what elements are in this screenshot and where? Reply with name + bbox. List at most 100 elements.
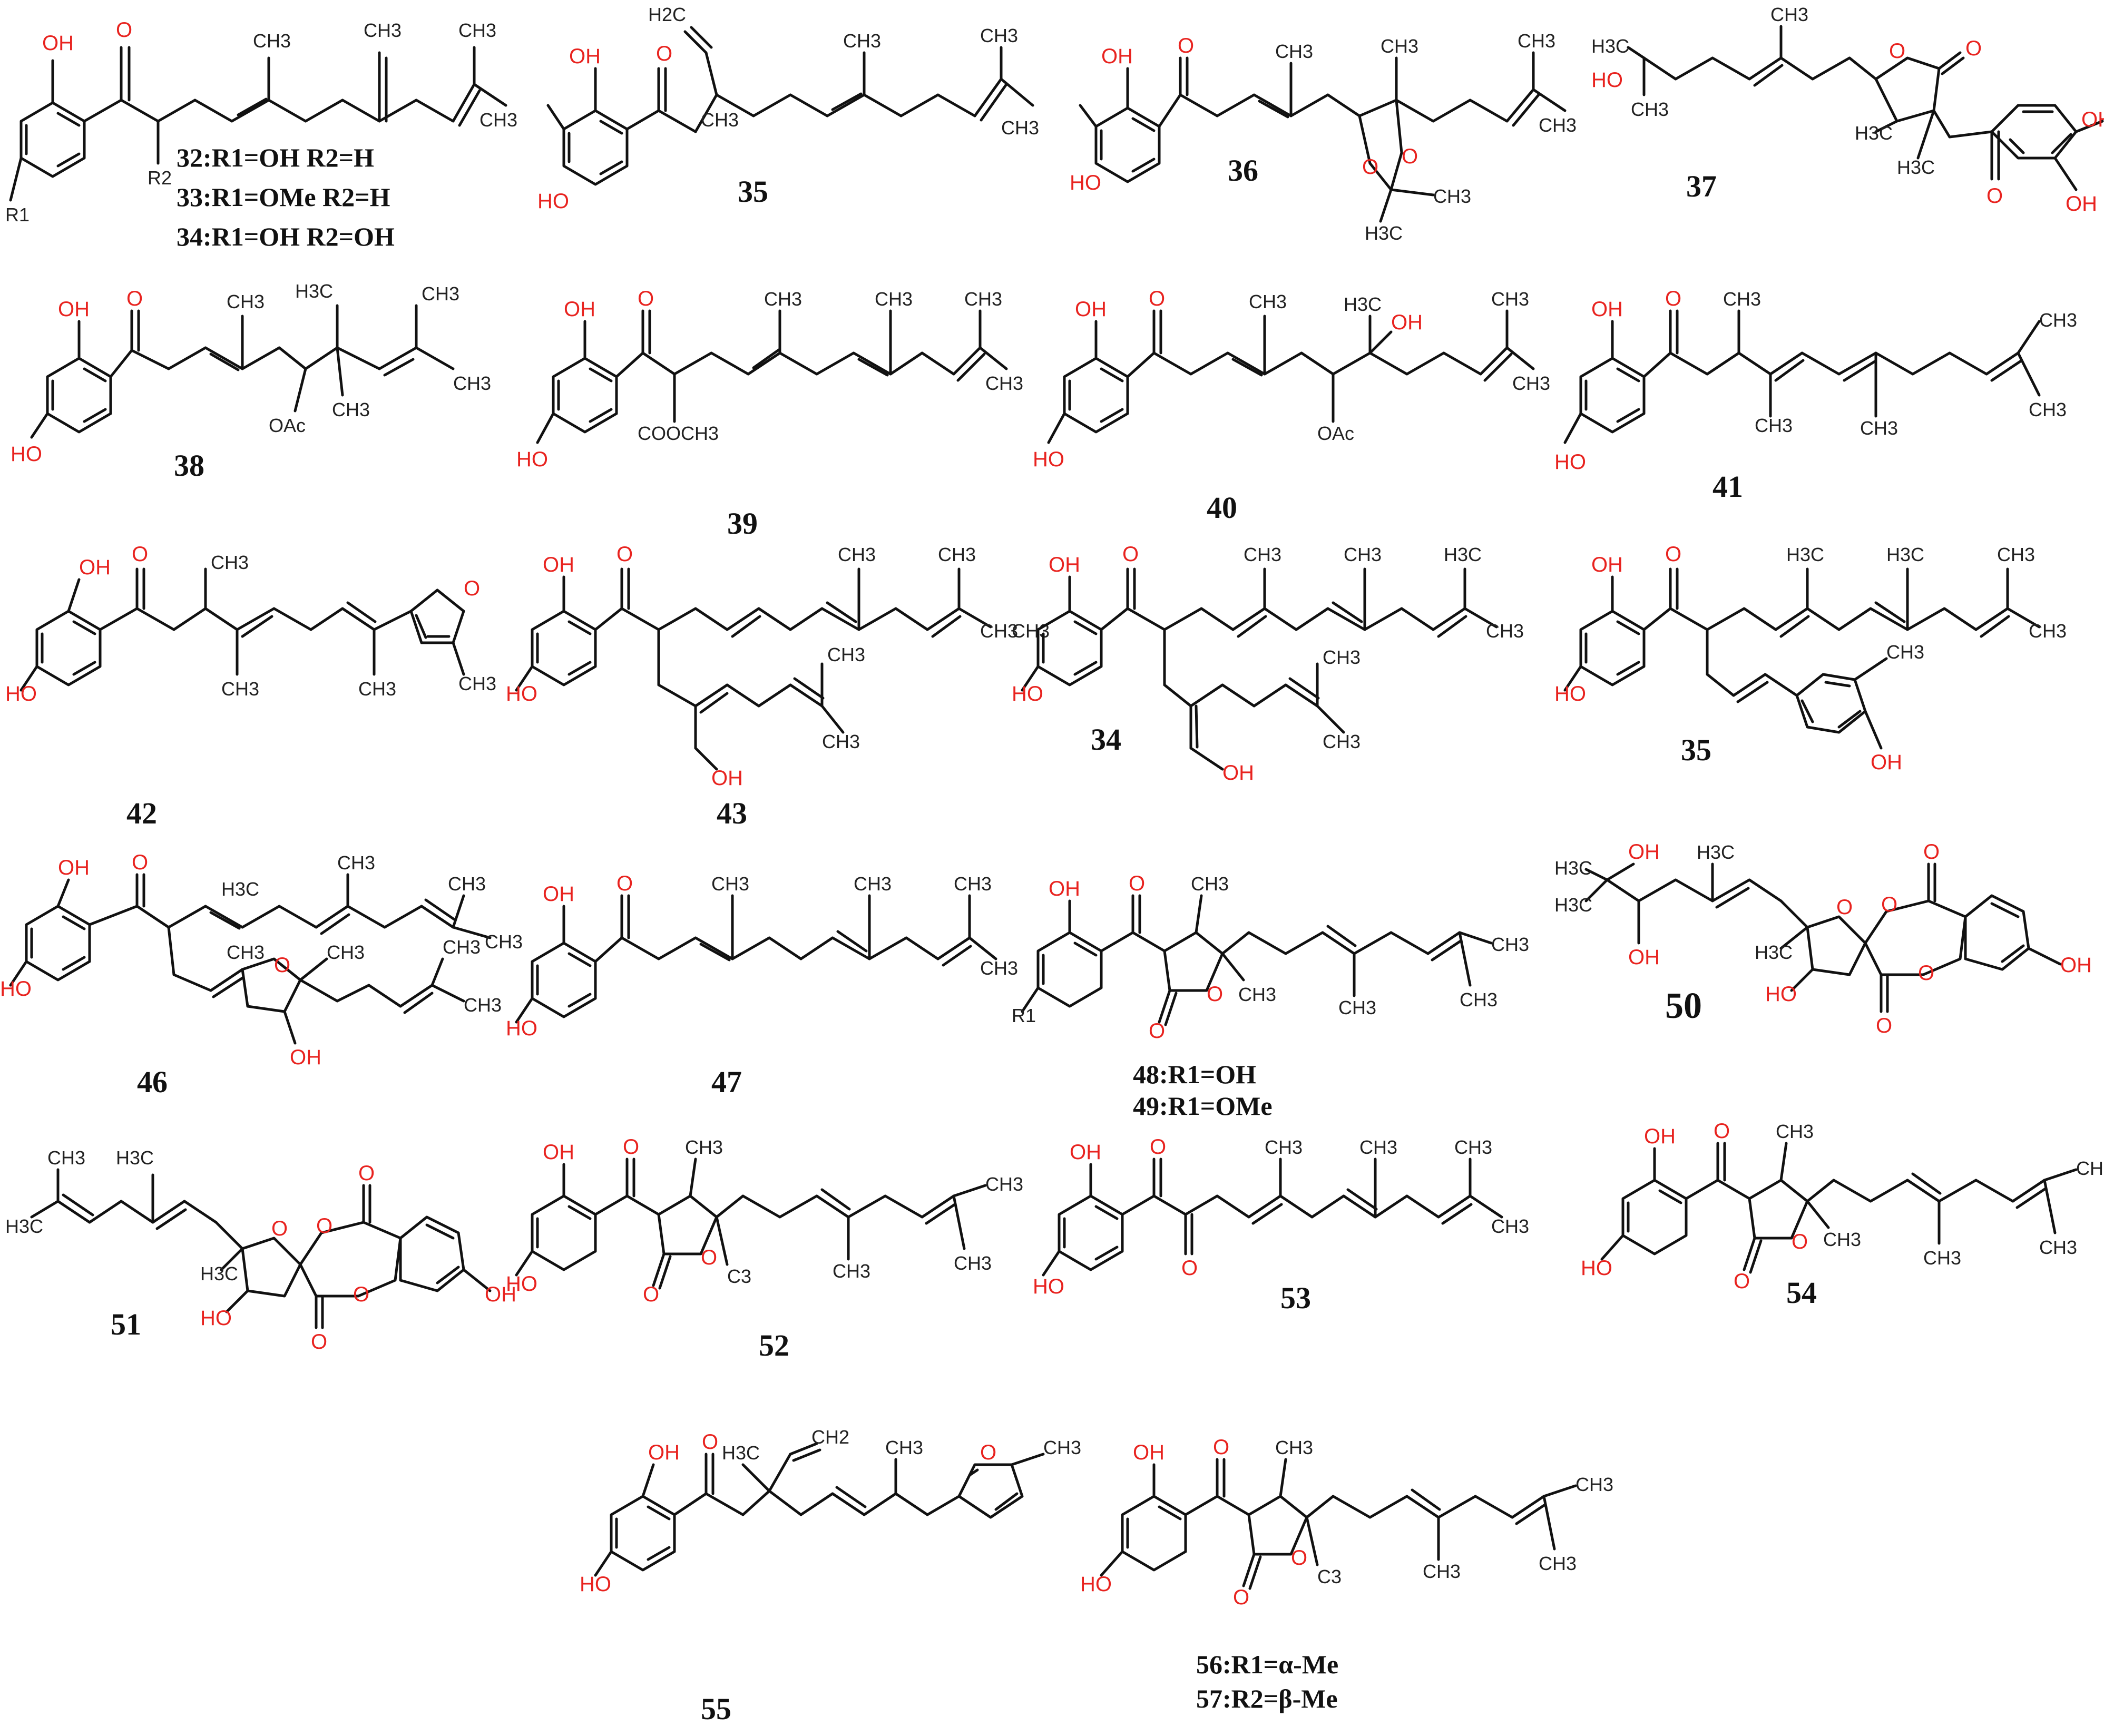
compound-number: 50 bbox=[1665, 986, 1702, 1026]
r1-label: R1 bbox=[5, 204, 30, 225]
methyl-label: CH3 bbox=[1755, 415, 1793, 436]
methyl-label: CH3 bbox=[1491, 1215, 1529, 1237]
methyl-label: CH3 bbox=[1244, 544, 1281, 565]
methyl-label: CH3 bbox=[1491, 288, 1529, 310]
methyl-label: H3C bbox=[295, 280, 333, 302]
structure-40: OH HO O CH3 H3C OH OAc CH3 CH3 40 bbox=[1027, 258, 1554, 543]
hydroxyl-label: HO bbox=[1033, 1275, 1064, 1298]
methyl-label: H3C bbox=[1855, 122, 1893, 144]
structure-51: CH3 H3C H3C O O O H3C HO O O OH 51 bbox=[0, 1133, 516, 1354]
hydroxyl-label: HO bbox=[1033, 448, 1064, 471]
hydroxyl-label: OH bbox=[58, 298, 90, 321]
hydroxyl-label: OH bbox=[543, 882, 574, 906]
hydroxyl-label: OH bbox=[569, 45, 601, 68]
thf-o-label: O bbox=[1836, 896, 1853, 919]
methyl-label: H3C bbox=[221, 878, 259, 900]
methyl-label: CH3 bbox=[1860, 417, 1898, 439]
hydroxyl-label: OH bbox=[1222, 761, 1254, 784]
hydroxyl-label: HO bbox=[580, 1573, 611, 1596]
methyl-label: H3C bbox=[5, 1215, 43, 1237]
compound-number: 36 bbox=[1228, 153, 1258, 188]
methyl-label: CH3 bbox=[364, 19, 402, 41]
methyl-label: CH3 bbox=[1723, 288, 1761, 310]
methyl-label: CH3 bbox=[453, 372, 491, 394]
hydroxyl-label: OH bbox=[1628, 946, 1660, 969]
compound-number: 41 bbox=[1712, 469, 1743, 504]
hydroxyl-label: HO bbox=[200, 1307, 232, 1330]
compound-number: 47 bbox=[711, 1065, 742, 1099]
methyl-label: CH3 bbox=[211, 552, 249, 573]
substituent-label: 57:R2=β-Me bbox=[1196, 1684, 1338, 1713]
carbonyl-o-label: O bbox=[1665, 543, 1681, 566]
methyl-label: CH3 bbox=[479, 109, 517, 131]
methyl-label: CH3 bbox=[954, 873, 992, 895]
methyl-label: CH3 bbox=[833, 1260, 870, 1282]
methyl-label: CH3 bbox=[764, 288, 802, 310]
methyl-label: C3 bbox=[1317, 1566, 1342, 1587]
methyl-label: CH3 bbox=[1997, 544, 2035, 565]
methyl-label: CH3 bbox=[47, 1147, 85, 1169]
compound-number: 46 bbox=[137, 1065, 168, 1099]
methyl-label: C3 bbox=[727, 1266, 751, 1287]
compound-number: 54 bbox=[1786, 1276, 1817, 1310]
carbonyl-o-label: O bbox=[1923, 840, 1940, 864]
methyl-label: CH3 bbox=[1460, 989, 1498, 1011]
carbonyl-o-label: O bbox=[1122, 543, 1139, 566]
structure-55: OH HO O H3C CH2 CH3 O CH3 55 bbox=[580, 1423, 1107, 1728]
phenol-ring bbox=[9, 46, 507, 202]
methyl-label: CH3 bbox=[711, 873, 749, 895]
structure-48-49: OH R1 O CH3 O O CH3 CH3 CH3 CH3 48:R1=OH… bbox=[1012, 854, 1539, 1121]
methyl-label: CH3 bbox=[1631, 99, 1669, 120]
structure-35-variant: OH HO O H3C H3C CH3 CH3 CH3 OH 35 bbox=[1554, 537, 2104, 790]
carbonyl-o-label: O bbox=[616, 872, 633, 895]
hydroxyl-label: OH bbox=[1070, 1141, 1101, 1164]
methyl-label: CH3 bbox=[885, 1437, 923, 1458]
hydroxyl-label: HO bbox=[1070, 171, 1101, 194]
carbonyl-o-label: O bbox=[1149, 1019, 1165, 1043]
carbonyl-o-label: O bbox=[1876, 1014, 1892, 1037]
hydroxyl-label: OH bbox=[1101, 45, 1133, 68]
methyl-label: H3C bbox=[1444, 544, 1482, 565]
methyl-label: CH3 bbox=[253, 30, 291, 52]
hydroxyl-label: HO bbox=[506, 682, 537, 705]
carbonyl-o-label: O bbox=[1665, 287, 1681, 310]
hydroxyl-label: OH bbox=[42, 32, 74, 55]
compound-number: 35 bbox=[1681, 733, 1711, 767]
methyl-label: CH3 bbox=[838, 544, 876, 565]
acetoxy-label: OAc bbox=[269, 415, 306, 436]
carbonyl-o-label: O bbox=[1129, 872, 1145, 895]
methyl-label: CH3 bbox=[227, 291, 265, 312]
hydroxyl-label: OH bbox=[1391, 311, 1423, 334]
carbonyl-o-label: O bbox=[623, 1135, 639, 1159]
hydroxyl-label: OH bbox=[1591, 298, 1623, 321]
ester-label: COOCH3 bbox=[638, 423, 719, 444]
methyl-label: CH3 bbox=[458, 673, 496, 694]
lactone-o-label: O bbox=[1291, 1546, 1307, 1570]
substituent-label: 56:R1=α-Me bbox=[1196, 1650, 1339, 1679]
carbonyl-o-label: O bbox=[1714, 1120, 1730, 1143]
hydroxyl-label: OH bbox=[79, 556, 111, 579]
structure-38: OH HO O CH3 H3C OAc CH3 CH3 CH3 38 bbox=[0, 258, 527, 522]
methylene-label: CH2 bbox=[811, 1426, 849, 1448]
methyl-label: CH3 bbox=[332, 399, 370, 420]
methyl-label: H3C bbox=[116, 1147, 154, 1169]
methyl-label: CH3 bbox=[954, 1252, 992, 1274]
methyl-label: CH3 bbox=[1486, 620, 1524, 642]
structure-50: OH H3C H3C OH H3C O O O H3C HO O O OH 50 bbox=[1554, 822, 2104, 1096]
structure-35: OH HO O H2C CH3 CH3 CH3 CH3 35 bbox=[527, 0, 1054, 242]
carbonyl-o-label: O bbox=[1181, 1257, 1198, 1280]
compound-number: 52 bbox=[759, 1328, 789, 1362]
carbonyl-o-label: O bbox=[132, 543, 148, 566]
methylene-label: H2C bbox=[648, 4, 686, 25]
structure-53: OH HO O O CH3 CH3 CH3 CH3 53 bbox=[1033, 1133, 1539, 1365]
methyl-label: CH3 bbox=[964, 288, 1002, 310]
methyl-label: CH3 bbox=[1323, 646, 1361, 668]
structure-39: OH HO O COOCH3 CH3 CH3 CH3 CH3 39 bbox=[506, 258, 1033, 553]
carbonyl-o-label: O bbox=[1149, 287, 1165, 310]
hydroxyl-label: OH bbox=[290, 1046, 321, 1069]
methyl-label: CH3 bbox=[1886, 641, 1924, 663]
methyl-label: CH3 bbox=[443, 936, 481, 958]
structure-47: OH HO O CH3 CH3 CH3 CH3 47 bbox=[506, 854, 1018, 1106]
carbonyl-o-label: O bbox=[1213, 1436, 1229, 1459]
carbonyl-o-label: O bbox=[126, 287, 143, 310]
